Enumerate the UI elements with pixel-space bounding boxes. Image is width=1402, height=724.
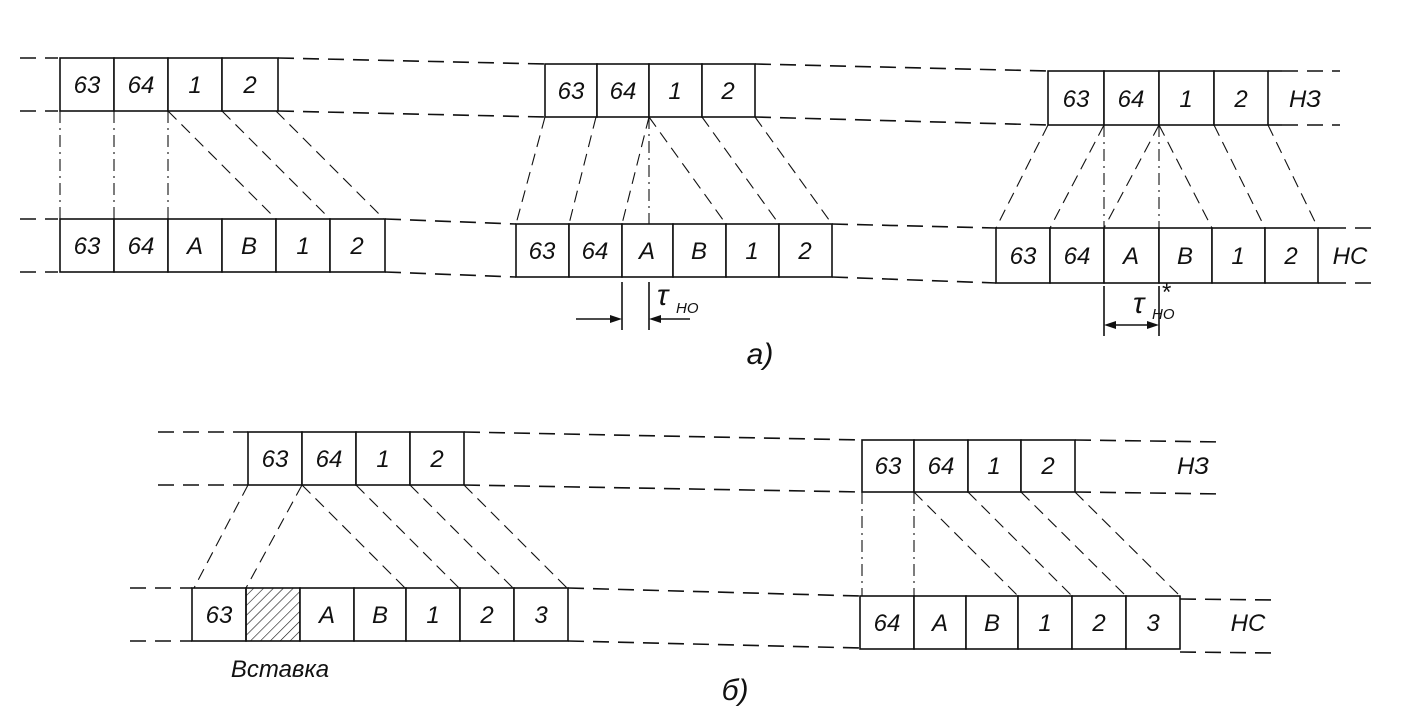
cell-label: A xyxy=(317,602,335,629)
cell-label: 64 xyxy=(1118,86,1145,113)
panel-b-connectors-2 xyxy=(861,491,1181,597)
panel-a-top-frame-1: 63 64 1 2 xyxy=(59,57,279,112)
panel-b-top-frame-2: 63 64 1 2 НЗ xyxy=(861,439,1209,493)
cell-label: 63 xyxy=(529,238,556,265)
cell-label: 2 xyxy=(1233,86,1247,113)
cell-label: 1 xyxy=(1179,86,1192,113)
panel-a-bottom-frame-1: 63 64 A B 1 2 xyxy=(59,218,386,273)
cell-label: 64 xyxy=(610,78,637,105)
panel-a-top-row-lines xyxy=(20,57,1340,126)
panel-b-top-row-lines xyxy=(158,431,1226,495)
cell-label: 3 xyxy=(534,602,548,629)
panel-a-top-frame-3: 63 64 1 2 НЗ xyxy=(1047,70,1321,126)
panel-a-bottom-frame-2: 63 64 A B 1 2 xyxy=(515,223,833,278)
cell-label: 63 xyxy=(558,78,585,105)
cell-label: 63 xyxy=(1010,243,1037,270)
panel-a-bottom-row-lines xyxy=(20,218,1375,284)
panel-b-bottom-frame-1: 63 A B 1 2 3 Вставка xyxy=(191,587,569,683)
cell-label: A xyxy=(1121,243,1139,270)
cell-label: 1 xyxy=(745,238,758,265)
cell-label: 64 xyxy=(928,453,955,480)
tau-symbol: τ xyxy=(657,279,670,312)
row-label-hc: НС xyxy=(1231,610,1266,637)
cell-label: 1 xyxy=(426,602,439,629)
cell-label: B xyxy=(691,238,707,265)
cell-label: 64 xyxy=(128,233,155,260)
cell-label: 63 xyxy=(206,602,233,629)
row-label-hz: НЗ xyxy=(1177,453,1209,480)
panel-b-caption: б) xyxy=(722,674,749,707)
cell-label: B xyxy=(241,233,257,260)
cell-label: 64 xyxy=(128,72,155,99)
cell-label: 1 xyxy=(1231,243,1244,270)
tau-star-measure: τ НО * xyxy=(1103,279,1175,336)
cell-label: 1 xyxy=(668,78,681,105)
cell-label: 1 xyxy=(188,72,201,99)
cell-label: 2 xyxy=(1091,610,1105,637)
cell-label: B xyxy=(1177,243,1193,270)
panel-a-connectors-1 xyxy=(59,110,385,220)
cell-label: 64 xyxy=(316,446,343,473)
cell-label: 1 xyxy=(1038,610,1051,637)
cell-label: B xyxy=(984,610,1000,637)
tau-subscript: НО xyxy=(676,300,699,317)
cell-label: 2 xyxy=(242,72,256,99)
panel-a-caption: a) xyxy=(747,338,774,371)
insert-slot xyxy=(245,587,301,642)
cell-label: 1 xyxy=(987,453,1000,480)
tau-star-subscript: НО xyxy=(1152,306,1175,323)
cell-label: 64 xyxy=(874,610,901,637)
cell-label: A xyxy=(637,238,655,265)
insert-label: Вставка xyxy=(231,656,329,683)
cell-label: 2 xyxy=(349,233,363,260)
tau-measure: τ НО xyxy=(576,279,699,330)
row-label-hc: НС xyxy=(1333,243,1368,270)
cell-label: 2 xyxy=(797,238,811,265)
panel-a-connectors-3 xyxy=(995,124,1319,229)
cell-label: 2 xyxy=(1040,453,1054,480)
cell-label: 63 xyxy=(1063,86,1090,113)
panel-a: 63 64 1 2 63 64 1 2 63 64 1 2 НЗ xyxy=(20,57,1375,371)
panel-b: 63 64 1 2 63 64 1 2 НЗ 63 A xyxy=(130,431,1279,707)
cell-label: 2 xyxy=(1283,243,1297,270)
cell-label: 1 xyxy=(376,446,389,473)
cell-label: 2 xyxy=(720,78,734,105)
panel-b-bottom-frame-2: 64 A B 1 2 3 НС xyxy=(859,595,1266,650)
cell-label: 63 xyxy=(262,446,289,473)
cell-label: 64 xyxy=(1064,243,1091,270)
panel-a-connectors-2 xyxy=(515,116,833,225)
cell-label: B xyxy=(372,602,388,629)
tau-star-mark: * xyxy=(1161,279,1171,306)
panel-a-top-frame-2: 63 64 1 2 xyxy=(544,63,756,118)
cell-label: 63 xyxy=(875,453,902,480)
cell-label: 3 xyxy=(1146,610,1160,637)
cell-label: 63 xyxy=(74,72,101,99)
cell-label: A xyxy=(185,233,203,260)
tau-star-symbol: τ xyxy=(1133,287,1146,320)
cell-label: A xyxy=(930,610,948,637)
cell-label: 63 xyxy=(74,233,101,260)
cell-label: 2 xyxy=(479,602,493,629)
cell-label: 2 xyxy=(429,446,443,473)
panel-b-connectors-1 xyxy=(193,484,568,589)
cell-label: 64 xyxy=(582,238,609,265)
row-label-hz: НЗ xyxy=(1289,86,1321,113)
panel-b-bottom-row-lines xyxy=(130,587,1279,654)
panel-b-top-frame-1: 63 64 1 2 xyxy=(247,431,465,486)
cell-label: 1 xyxy=(296,233,309,260)
panel-a-bottom-frame-3: 63 64 A B 1 2 НС xyxy=(995,227,1368,284)
